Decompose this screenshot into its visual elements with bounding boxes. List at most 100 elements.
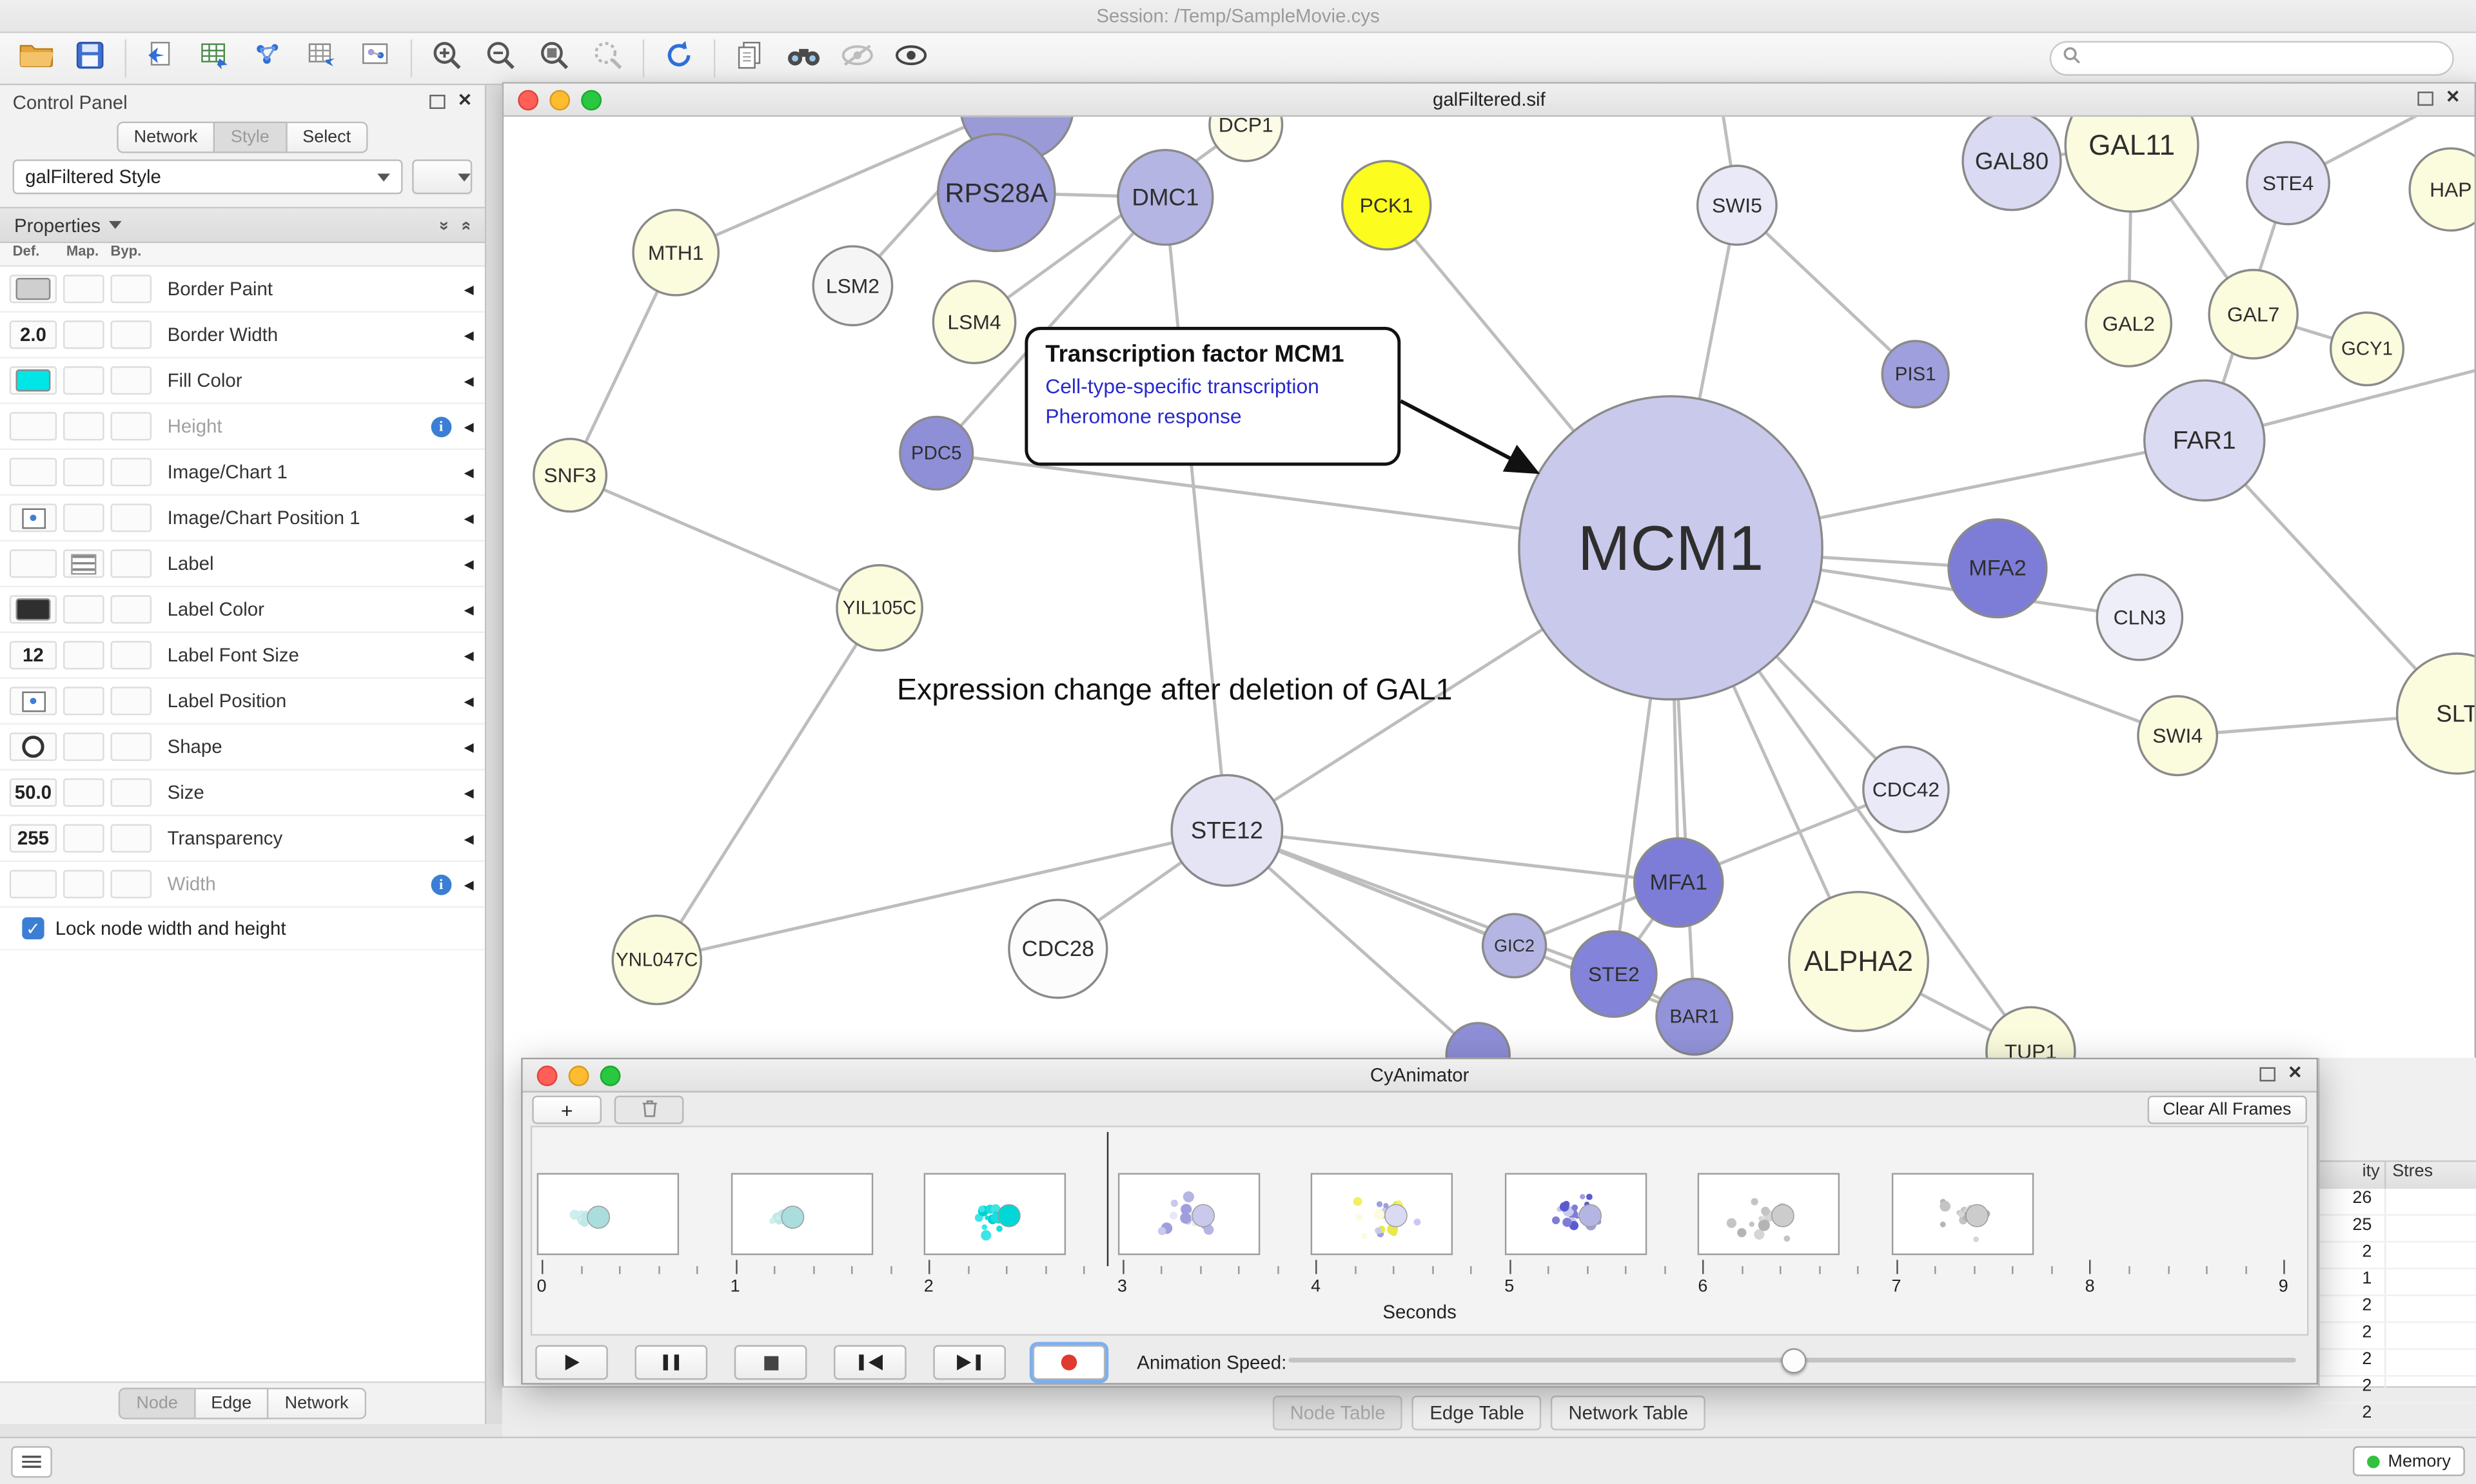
network-node-cdc28[interactable]: CDC28 xyxy=(1008,899,1108,999)
network-node-swi5[interactable]: SWI5 xyxy=(1696,164,1778,246)
frame-thumbnail-0[interactable] xyxy=(536,1173,680,1255)
bypass-cell[interactable] xyxy=(110,778,152,807)
lock-size-checkbox[interactable]: ✓ xyxy=(22,917,44,940)
annotation-box[interactable]: Transcription factor MCM1 Cell-type-spec… xyxy=(1025,326,1401,466)
property-row-label-position[interactable]: Label Position◀ xyxy=(0,679,485,725)
network-window-titlebar[interactable]: galFiltered.sif ✕ xyxy=(504,83,2475,117)
network-node-hap4[interactable]: HAP xyxy=(2408,147,2475,232)
network-node-ste12[interactable]: STE12 xyxy=(1170,774,1284,887)
mapping-cell[interactable] xyxy=(63,275,104,304)
skip-to-start-button[interactable] xyxy=(834,1345,907,1380)
play-button[interactable] xyxy=(535,1345,608,1380)
expand-row-icon[interactable]: ◀ xyxy=(464,785,474,800)
zoom-window-button[interactable] xyxy=(600,1064,621,1086)
annotation-arrow[interactable] xyxy=(1399,399,1540,474)
table-row[interactable]: 25 xyxy=(2319,1215,2476,1243)
bypass-cell[interactable] xyxy=(110,412,152,441)
frame-thumbnail-5[interactable] xyxy=(1504,1173,1647,1255)
network-node-ste4[interactable]: STE4 xyxy=(2246,141,2330,226)
table-row[interactable]: 2 xyxy=(2319,1242,2476,1269)
network-node-gal7[interactable]: GAL7 xyxy=(2208,269,2299,360)
skip-to-end-button[interactable] xyxy=(933,1345,1007,1380)
mapping-cell[interactable] xyxy=(63,778,104,807)
default-value-cell[interactable] xyxy=(9,275,57,304)
tab-network[interactable]: Network xyxy=(116,121,215,153)
tab-node-table[interactable]: Node Table xyxy=(1272,1394,1403,1430)
timeline-playhead[interactable] xyxy=(1106,1131,1109,1267)
network-edge[interactable] xyxy=(1163,197,1229,831)
network-node-bar1[interactable]: BAR1 xyxy=(1655,977,1734,1056)
expand-all-icon[interactable]: » xyxy=(434,220,453,230)
import-network-button[interactable] xyxy=(134,36,188,81)
frame-thumbnail-6[interactable] xyxy=(1698,1173,1840,1255)
property-row-label[interactable]: Label◀ xyxy=(0,542,485,588)
cyanimator-titlebar[interactable]: CyAnimator ✕ xyxy=(522,1059,2317,1093)
bypass-cell[interactable] xyxy=(110,732,152,761)
tab-select[interactable]: Select xyxy=(286,121,369,153)
network-node-ynl047c[interactable]: YNL047C xyxy=(611,914,703,1006)
frame-thumbnail-4[interactable] xyxy=(1311,1173,1453,1255)
close-window-button[interactable] xyxy=(518,89,539,110)
mapping-cell[interactable] xyxy=(63,412,104,441)
default-value-cell[interactable]: 255 xyxy=(9,824,57,853)
tab-style[interactable]: Style xyxy=(215,121,287,153)
zoom-out-button[interactable] xyxy=(474,36,527,81)
global-search-field[interactable] xyxy=(2049,41,2454,76)
table-row[interactable]: 1 xyxy=(2319,1269,2476,1296)
bypass-cell[interactable] xyxy=(110,275,152,304)
network-node-dcp1[interactable]: DCP1 xyxy=(1208,117,1284,162)
frame-thumbnail-7[interactable] xyxy=(1891,1173,2034,1255)
search-input[interactable] xyxy=(2081,47,2442,70)
table-row[interactable]: 2 xyxy=(2319,1323,2476,1350)
network-node-gal80[interactable]: GAL80 xyxy=(1961,117,2062,211)
expand-row-icon[interactable]: ◀ xyxy=(464,465,474,480)
save-session-button[interactable] xyxy=(63,36,117,81)
tab-edge[interactable]: Edge xyxy=(195,1387,270,1420)
network-node-yil105c[interactable]: YIL105C xyxy=(836,564,923,652)
network-node-swi4[interactable]: SWI4 xyxy=(2137,695,2219,777)
mapping-cell[interactable] xyxy=(63,687,104,716)
table-row[interactable]: 26 xyxy=(2319,1189,2476,1216)
expand-row-icon[interactable]: ◀ xyxy=(464,694,474,708)
clone-network-button[interactable] xyxy=(723,36,777,81)
network-node-alpha2[interactable]: ALPHA2 xyxy=(1787,890,1929,1032)
default-value-cell[interactable] xyxy=(9,549,57,578)
network-node-mth1[interactable]: MTH1 xyxy=(632,209,720,297)
mapping-cell[interactable] xyxy=(63,458,104,487)
network-node-pck1[interactable]: PCK1 xyxy=(1341,160,1432,251)
mapping-cell[interactable] xyxy=(63,595,104,624)
panel-resize-gutter[interactable] xyxy=(486,85,502,1424)
record-button[interactable] xyxy=(1032,1345,1106,1380)
default-value-cell[interactable] xyxy=(9,595,57,624)
network-edge[interactable] xyxy=(935,196,1167,454)
bypass-cell[interactable] xyxy=(110,595,152,624)
slider-handle[interactable] xyxy=(1781,1348,1807,1374)
network-node-cln3[interactable]: CLN3 xyxy=(2096,573,2184,661)
network-edge[interactable] xyxy=(569,473,881,610)
network-node-mcm1[interactable]: MCM1 xyxy=(1518,395,1823,701)
bypass-cell[interactable] xyxy=(110,366,152,395)
bypass-cell[interactable] xyxy=(110,824,152,853)
mapping-cell[interactable] xyxy=(63,732,104,761)
animation-speed-slider[interactable] xyxy=(1288,1348,2296,1374)
table-row[interactable]: 2 xyxy=(2319,1403,2476,1430)
default-value-cell[interactable]: 2.0 xyxy=(9,320,57,349)
float-panel-icon[interactable] xyxy=(429,94,446,109)
expand-row-icon[interactable]: ◀ xyxy=(464,602,474,617)
network-node-snf3[interactable]: SNF3 xyxy=(533,438,608,513)
network-node-gcy1[interactable]: GCY1 xyxy=(2329,311,2405,387)
property-row-shape[interactable]: Shape◀ xyxy=(0,725,485,771)
zoom-window-button[interactable] xyxy=(581,89,602,110)
expand-row-icon[interactable]: ◀ xyxy=(464,419,474,434)
annotation-link-1[interactable]: Cell-type-specific transcription xyxy=(1045,374,1319,398)
close-view-icon[interactable]: ✕ xyxy=(2445,88,2461,108)
import-table-button[interactable] xyxy=(188,36,241,81)
expand-row-icon[interactable]: ◀ xyxy=(464,648,474,663)
network-node-gic2[interactable]: GIC2 xyxy=(1481,913,1548,979)
float-window-icon[interactable] xyxy=(2417,92,2433,106)
mapping-cell[interactable] xyxy=(63,320,104,349)
